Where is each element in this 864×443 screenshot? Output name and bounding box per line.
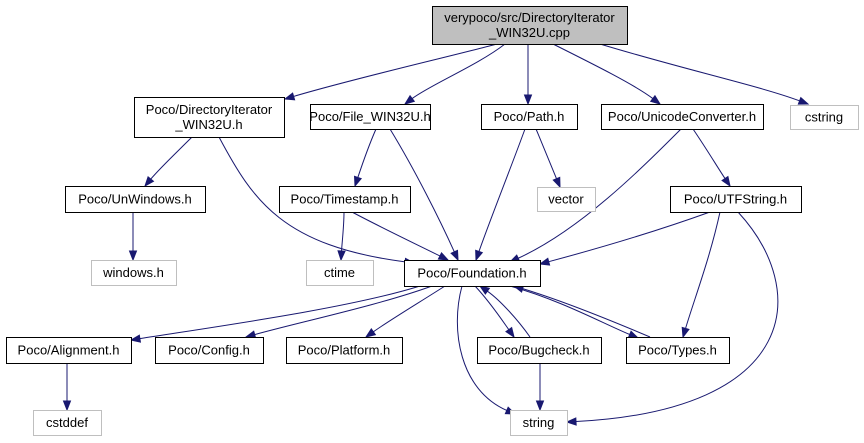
edge-root-to-path_h — [523, 44, 533, 106]
node-types-h[interactable]: Poco/Types.h — [626, 337, 730, 364]
node-label: _WIN32U.h — [174, 117, 242, 132]
edge-utfstring_h-to-types_h — [681, 211, 721, 339]
edge-types_h-to-foundation_h — [512, 284, 651, 338]
node-vector[interactable]: vector — [537, 187, 596, 212]
node-cstddef[interactable]: cstddef — [33, 410, 102, 436]
node-label: Poco/Types.h — [638, 343, 717, 358]
node-label: Poco/Timestamp.h — [291, 192, 399, 207]
dependency-nodes: verypoco/src/DirectoryIterator_WIN32U.cp… — [6, 6, 859, 436]
edge-bugcheck_h-to-foundation_h — [478, 285, 531, 338]
node-cstring[interactable]: cstring — [790, 105, 859, 130]
edge-timestamp_h-to-ctime — [337, 211, 346, 262]
node-label: vector — [548, 192, 584, 207]
node-label: Poco/Config.h — [168, 343, 250, 358]
node-label: ctime — [324, 265, 355, 280]
node-windows-h[interactable]: windows.h — [91, 260, 177, 286]
edge-alignment_h-to-cstddef — [62, 363, 72, 412]
edge-file_win32u_h-to-foundation_h — [389, 128, 459, 262]
node-label: string — [523, 415, 555, 430]
node-label: _WIN32U.cpp — [488, 25, 570, 40]
node-unicodeconverter-h[interactable]: Poco/UnicodeConverter.h — [601, 104, 764, 130]
edge-root-to-diriter_h — [283, 43, 498, 101]
node-utfstring-h[interactable]: Poco/UTFString.h — [670, 186, 802, 213]
edge-bugcheck_h-to-string — [535, 363, 545, 412]
edge-root-to-cstring — [599, 43, 810, 105]
dependency-edges — [62, 43, 810, 426]
node-diriter-h[interactable]: Poco/DirectoryIterator_WIN32U.h — [134, 97, 285, 138]
node-path-h[interactable]: Poco/Path.h — [481, 104, 578, 130]
node-file-win32u-h[interactable]: Poco/File_WIN32U.h — [309, 104, 431, 130]
edge-foundation_h-to-platform_h — [364, 285, 446, 338]
edge-root-to-unicodeconverter_h — [552, 43, 662, 105]
edge-diriter_h-to-unwindows_h — [144, 136, 193, 188]
node-label: Poco/Platform.h — [298, 343, 391, 358]
node-config-h[interactable]: Poco/Config.h — [155, 337, 264, 364]
node-bugcheck-h[interactable]: Poco/Bugcheck.h — [477, 337, 602, 364]
edge-unwindows_h-to-windows_h — [128, 212, 138, 262]
node-foundation-h[interactable]: Poco/Foundation.h — [404, 260, 541, 287]
edge-foundation_h-to-bugcheck_h — [474, 285, 515, 339]
edge-utfstring_h-to-string — [565, 211, 779, 426]
edge-path_h-to-vector — [535, 128, 561, 189]
edge-foundation_h-to-types_h — [509, 285, 640, 339]
edge-file_win32u_h-to-timestamp_h — [353, 128, 377, 188]
edge-utfstring_h-to-foundation_h — [538, 211, 711, 266]
node-platform-h[interactable]: Poco/Platform.h — [286, 337, 403, 364]
node-label: cstring — [805, 110, 843, 125]
edge-unicodeconverter_h-to-utfstring_h — [692, 128, 731, 188]
node-label: cstddef — [46, 415, 88, 430]
edge-root-to-file_win32u_h — [403, 43, 506, 105]
node-label: Poco/UnWindows.h — [78, 192, 191, 207]
node-root[interactable]: verypoco/src/DirectoryIterator_WIN32U.cp… — [432, 6, 628, 45]
node-label: windows.h — [102, 265, 164, 280]
edge-timestamp_h-to-foundation_h — [351, 211, 450, 261]
edge-path_h-to-foundation_h — [475, 128, 526, 262]
node-label: Poco/Foundation.h — [417, 266, 526, 281]
node-label: Poco/Path.h — [494, 109, 565, 124]
node-label: Poco/UnicodeConverter.h — [608, 109, 756, 124]
node-label: Poco/Alignment.h — [18, 343, 120, 358]
node-label: Poco/File_WIN32U.h — [309, 109, 430, 124]
node-ctime[interactable]: ctime — [306, 260, 374, 286]
node-alignment-h[interactable]: Poco/Alignment.h — [6, 337, 132, 364]
node-label: Poco/Bugcheck.h — [488, 343, 589, 358]
node-label: Poco/DirectoryIterator — [146, 102, 273, 117]
node-unwindows-h[interactable]: Poco/UnWindows.h — [65, 186, 206, 213]
edge-foundation_h-to-alignment_h — [129, 285, 421, 343]
node-label: verypoco/src/DirectoryIterator — [444, 10, 615, 25]
node-label: Poco/UTFString.h — [684, 192, 787, 207]
node-timestamp-h[interactable]: Poco/Timestamp.h — [279, 186, 411, 213]
node-string[interactable]: string — [510, 410, 568, 436]
